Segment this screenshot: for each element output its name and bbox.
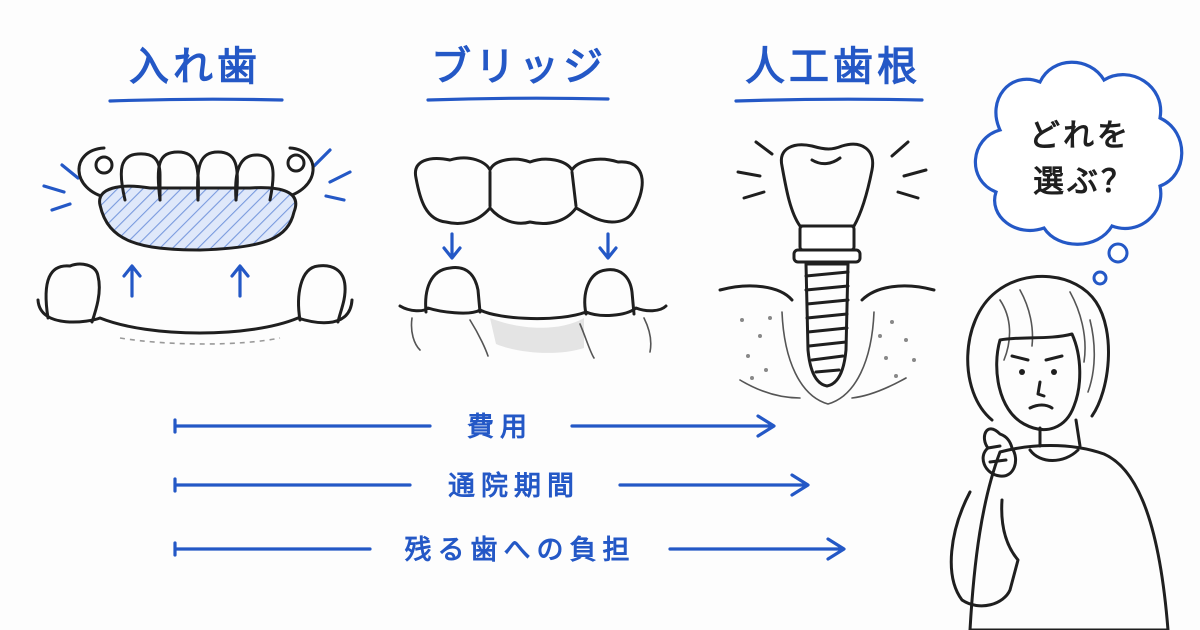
- implant-illustration: [718, 140, 936, 405]
- svg-text:選ぶ？: 選ぶ？: [1033, 164, 1135, 200]
- svg-text:費用: 費用: [467, 412, 533, 443]
- comparison-tooth-burden: 残る歯への負担: [173, 535, 846, 566]
- svg-text:入れ歯: 入れ歯: [129, 44, 261, 90]
- option-denture-title: 入れ歯: [108, 44, 284, 103]
- option-implant-title: 人工歯根: [734, 44, 924, 103]
- svg-text:残る歯への負担: 残る歯への負担: [405, 535, 636, 566]
- bridge-illustration: [398, 156, 668, 359]
- svg-text:どれを: どれを: [1029, 118, 1131, 154]
- denture-illustration: [36, 146, 354, 345]
- svg-text:ブリッジ: ブリッジ: [431, 44, 607, 90]
- svg-text:人工歯根: 人工歯根: [745, 44, 921, 90]
- thinking-woman: [949, 274, 1170, 630]
- option-bridge-title: ブリッジ: [426, 44, 610, 102]
- svg-text:通院期間: 通院期間: [448, 470, 580, 502]
- comparison-visits: 通院期間: [173, 470, 810, 502]
- comparison-cost: 費用: [173, 412, 776, 443]
- thought-bubble: どれを 選ぶ？: [973, 60, 1184, 286]
